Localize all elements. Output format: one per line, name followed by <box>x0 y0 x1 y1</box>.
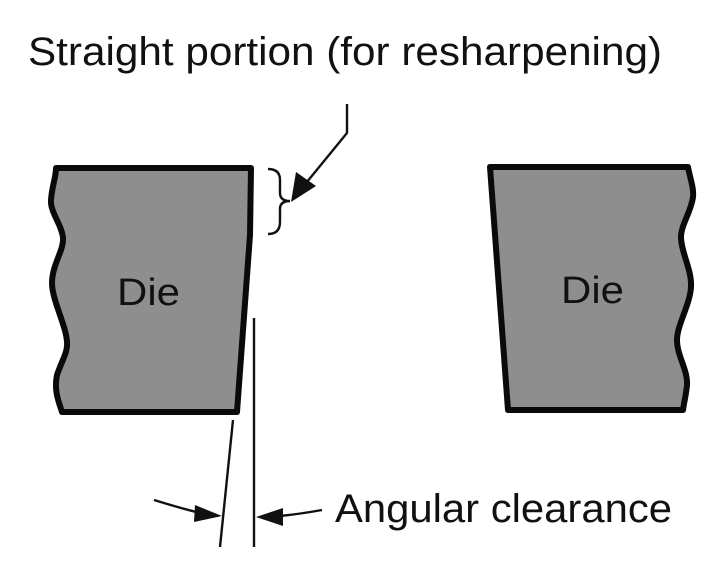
straight-portion-leader-line <box>301 104 349 189</box>
straight-portion-brace <box>267 167 291 236</box>
straight-portion-arrowhead <box>291 172 316 202</box>
clearance-extension-line-angled <box>218 419 235 548</box>
clearance-arrow-left-shaft <box>153 498 201 515</box>
right-die: Die <box>487 164 697 413</box>
left-die: Die <box>47 165 254 415</box>
straight-portion-label: Straight portion (for resharpening) <box>28 30 662 74</box>
angular-clearance-label: Angular clearance <box>335 487 672 531</box>
right-die-body <box>487 164 697 413</box>
clearance-arrow-right-shaft <box>279 508 323 518</box>
right-die-label: Die <box>561 270 624 312</box>
left-die-body <box>47 165 254 415</box>
left-die-label: Die <box>117 272 180 314</box>
clearance-arrow-left-head <box>194 505 222 522</box>
clearance-arrow-right-head <box>256 508 283 526</box>
